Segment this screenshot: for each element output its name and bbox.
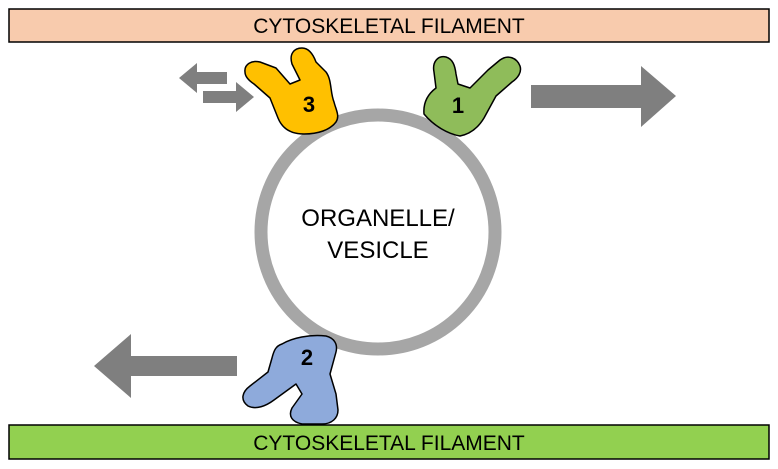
top-filament-bar (8, 8, 770, 43)
motor-1-direction-arrow (531, 66, 676, 127)
motor-3-right-arrow (203, 82, 254, 112)
bottom-filament-bar (8, 424, 770, 460)
motor-3: 3 (244, 47, 339, 135)
top-filament-label: CYTOSKELETAL FILAMENT (253, 15, 525, 38)
motor-2: 2 (242, 334, 339, 425)
motor-1-body (423, 55, 522, 137)
motor-2-direction-arrow (94, 334, 237, 398)
motor-3-number: 3 (303, 92, 315, 117)
vesicle-membrane (254, 108, 502, 356)
bottom-filament: CYTOSKELETAL FILAMENT (8, 424, 770, 460)
top-filament: CYTOSKELETAL FILAMENT (8, 8, 770, 43)
motor-3-direction-arrows (179, 63, 254, 112)
motor-2-number: 2 (301, 345, 313, 370)
organelle-vesicle: ORGANELLE/ VESICLE (254, 108, 502, 356)
motor-3-left-arrow (179, 63, 227, 93)
organelle-label-line2: VESICLE (327, 237, 428, 264)
bottom-filament-label: CYTOSKELETAL FILAMENT (253, 432, 525, 455)
motor-1: 1 (423, 55, 522, 137)
motor-3-body (244, 47, 339, 135)
organelle-label-line1: ORGANELLE/ (301, 205, 455, 232)
motor-1-number: 1 (452, 93, 464, 118)
motor-2-body (242, 334, 339, 425)
